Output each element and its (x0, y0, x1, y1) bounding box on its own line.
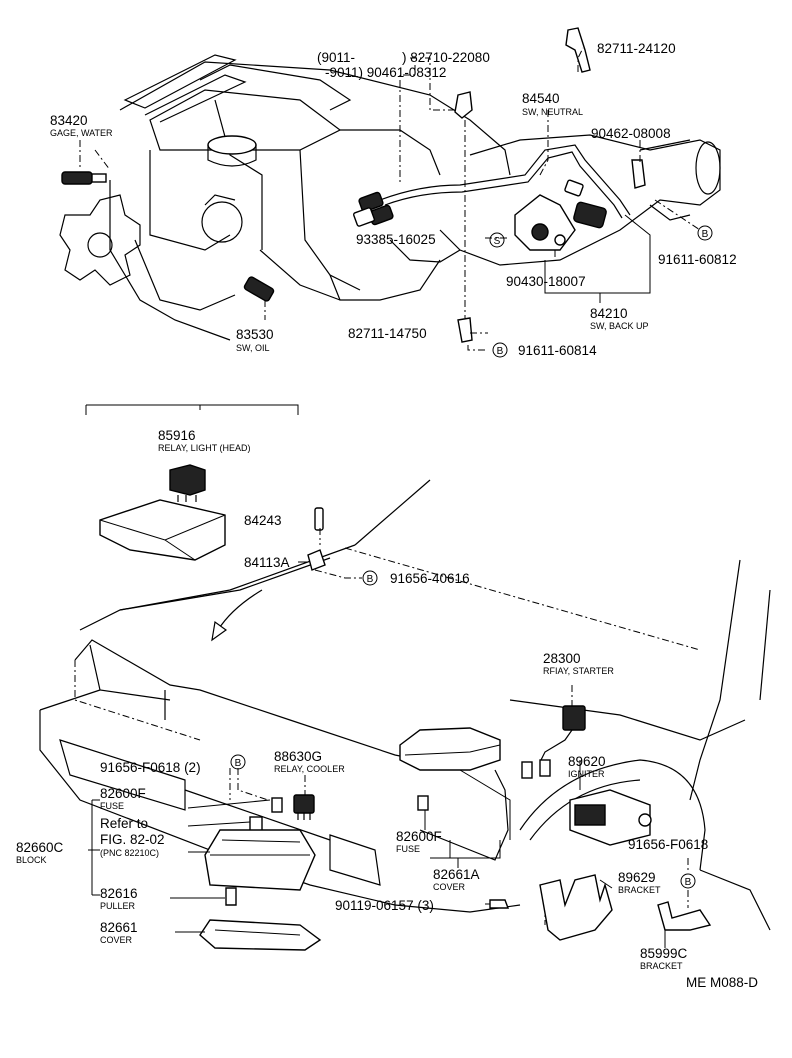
callout-desc: GAGE, WATER (50, 128, 113, 138)
svg-text:B: B (497, 346, 504, 357)
refer-to-figure: FIG. 82-02 (100, 832, 165, 847)
callout-number: 85999C (640, 946, 688, 961)
callout-number: 90462-08008 (591, 126, 671, 141)
callout-number: ) 82710-22080 (402, 50, 490, 65)
callout-desc: FUSE (100, 801, 124, 811)
diagram-code: ME M088-D (686, 975, 758, 990)
lower-leader-lines (88, 528, 689, 948)
callout-desc: BRACKET (640, 961, 683, 971)
callout-number: 91611-60814 (518, 343, 597, 358)
callout-number: 82616 (100, 886, 138, 901)
callout-desc: PULLER (100, 901, 136, 911)
callout-desc: SW, OIL (236, 343, 270, 353)
callout-desc: COVER (100, 935, 133, 945)
callout-number: 83530 (236, 327, 274, 342)
callout-number: 91656-40616 (390, 571, 470, 586)
oil-pressure-switch (243, 276, 275, 302)
callout-number: 90119-06157 (3) (335, 898, 434, 913)
callout-desc: FUSE (396, 844, 420, 854)
callout-number: 82711-24120 (597, 41, 676, 56)
svg-text:B: B (235, 758, 242, 769)
callout-number: 91656-F0618 (628, 837, 708, 852)
refer-to-pnc: (PNC 82210C) (100, 848, 159, 858)
callout-number: 82660C (16, 840, 64, 855)
bolt-symbol-4: B (230, 754, 246, 770)
callout-number: (9011- (317, 50, 355, 65)
fan-icon (59, 194, 141, 286)
lower-parts (99, 464, 712, 951)
callout-number: 82600F (100, 786, 146, 801)
callout-number: 82661A (433, 867, 480, 882)
callout-number: 93385-16025 (356, 232, 436, 247)
bolt-symbol-2: B (492, 342, 508, 358)
bolt-symbol-5: B (680, 873, 696, 889)
callout-number: 91611-60812 (658, 252, 737, 267)
svg-text:B: B (685, 877, 692, 888)
callout-number: 28300 (543, 651, 581, 666)
svg-text:B: B (367, 574, 374, 585)
upper-leader-lines (79, 47, 701, 351)
bolt-symbol-1: B (697, 225, 713, 241)
refer-to-text: Refer to (100, 816, 148, 831)
callout-number: 83420 (50, 113, 88, 128)
callout-number: 89620 (568, 754, 606, 769)
callout-labels: (9011- ) 82710-22080 -9011) 90461-08312 … (16, 41, 758, 990)
callout-number: 91656-F0618 (2) (100, 760, 201, 775)
callout-desc: BRACKET (618, 885, 661, 895)
bolt-symbol-3: B (362, 570, 378, 586)
callout-number: 82711-14750 (348, 326, 427, 341)
callout-number: 84243 (244, 513, 282, 528)
callout-number: 90430-18007 (506, 274, 586, 289)
svg-text:B: B (702, 229, 709, 240)
svg-text:S: S (494, 236, 501, 247)
callout-number: 88630G (274, 749, 322, 764)
callout-number: 82600F (396, 829, 442, 844)
callout-desc: SW, BACK UP (590, 321, 649, 331)
callout-number: 85916 (158, 428, 196, 443)
callout-number: 84113A (244, 555, 290, 570)
callout-desc: SW, NEUTRAL (522, 107, 583, 117)
neutral-switch-harness (353, 27, 646, 343)
callout-number: 89629 (618, 870, 656, 885)
screw-symbol-1: S (489, 232, 505, 248)
callout-number: 84210 (590, 306, 628, 321)
water-temp-gauge-sender (61, 171, 107, 185)
callout-desc: COVER (433, 882, 466, 892)
callout-desc: RELAY, LIGHT (HEAD) (158, 443, 251, 453)
direction-arrow-icon (211, 589, 263, 642)
callout-number: 84540 (522, 91, 560, 106)
callout-desc: RELAY, COOLER (274, 764, 345, 774)
callout-number: -9011) 90461-08312 (325, 65, 446, 80)
engine-drawing (59, 54, 721, 341)
callout-number: 82661 (100, 920, 138, 935)
callout-desc: IGNITER (568, 769, 605, 779)
callout-desc: BLOCK (16, 855, 47, 865)
callout-desc: RFIAY, STARTER (543, 666, 614, 676)
